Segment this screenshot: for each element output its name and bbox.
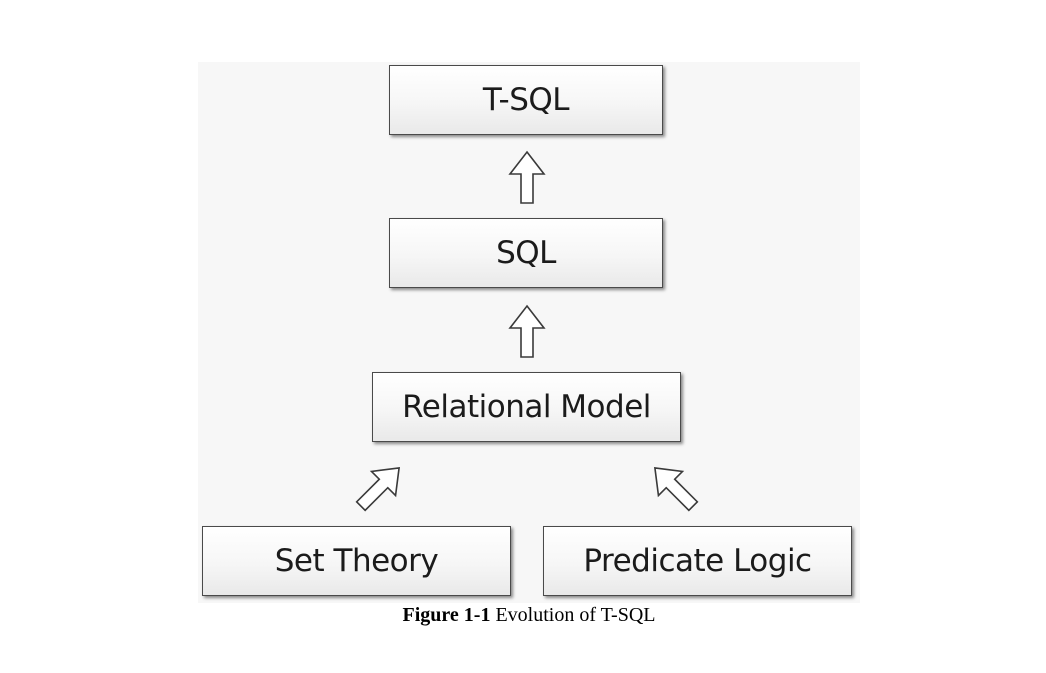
node-relational-model: Relational Model xyxy=(372,372,681,442)
figure-caption-label: Figure 1-1 xyxy=(402,604,491,626)
figure-caption: Figure 1-1 Evolution of T-SQL xyxy=(0,604,1046,627)
figure-caption-text: Evolution of T-SQL xyxy=(490,604,656,626)
node-predicate-logic: Predicate Logic xyxy=(543,526,852,596)
node-tsql: T-SQL xyxy=(389,65,663,135)
node-sql: SQL xyxy=(389,218,663,288)
diagram-panel xyxy=(198,62,860,603)
node-set-theory: Set Theory xyxy=(202,526,511,596)
